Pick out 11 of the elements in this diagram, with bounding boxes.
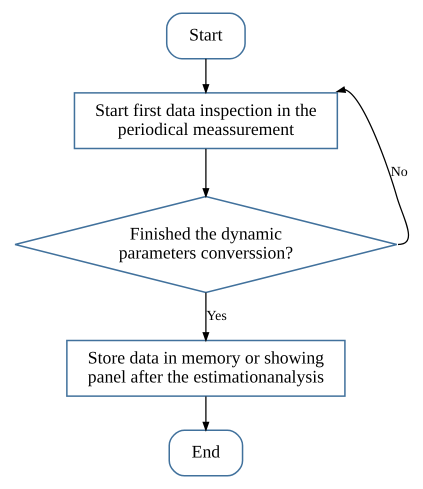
edge-label: No xyxy=(390,165,408,180)
arrow xyxy=(202,58,209,94)
arrow xyxy=(202,292,209,342)
edge-label: Yes xyxy=(206,309,226,324)
node-diamond: Finished the dynamic parameters converssion? xyxy=(14,196,397,294)
node-box: Start first data inspection in the periodical meassurement xyxy=(73,92,338,150)
node-box: End xyxy=(168,430,243,477)
node-box: Store data in memory or showing panel after the estimationanalysis xyxy=(66,340,346,397)
arrow xyxy=(202,396,209,432)
node-box: Start xyxy=(165,12,246,60)
arrow xyxy=(202,148,209,198)
